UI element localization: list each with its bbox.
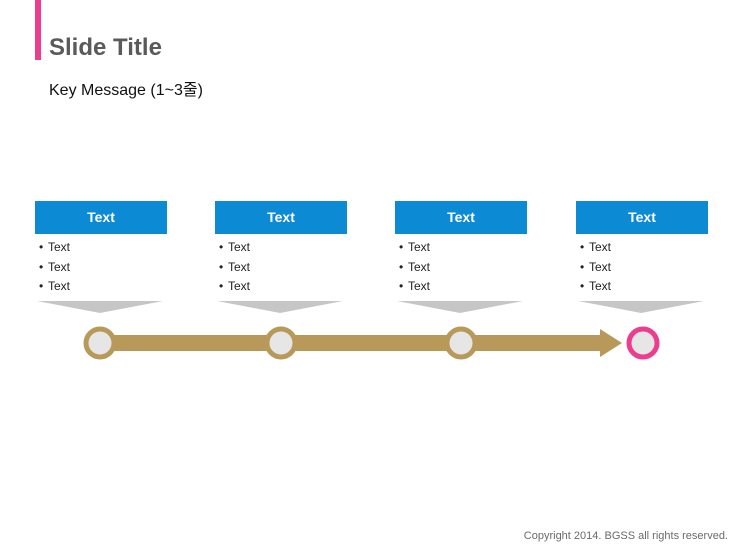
list-item: •Text xyxy=(39,277,167,297)
bullet-icon: • xyxy=(39,240,44,254)
timeline-node-2 xyxy=(264,326,298,360)
step-card-header: Text xyxy=(215,201,347,234)
bullet-icon: • xyxy=(399,240,404,254)
step-card-list: •Text •Text •Text xyxy=(39,238,167,297)
list-item: •Text xyxy=(219,277,347,297)
bullet-icon: • xyxy=(580,279,585,293)
list-item: •Text xyxy=(399,277,527,297)
step-card-header: Text xyxy=(395,201,527,234)
list-item: •Text xyxy=(580,277,708,297)
list-item: •Text xyxy=(399,238,527,258)
copyright-footer: Copyright 2014. BGSS all rights reserved… xyxy=(523,530,728,542)
step-card-list: •Text •Text •Text xyxy=(580,238,708,297)
pointer-triangle-4 xyxy=(578,301,704,313)
bullet-icon: • xyxy=(399,279,404,293)
bullet-icon: • xyxy=(39,279,44,293)
list-item: •Text xyxy=(399,258,527,278)
bullet-icon: • xyxy=(219,259,224,274)
title-accent-bar xyxy=(35,0,41,60)
list-item: •Text xyxy=(219,238,347,258)
bullet-icon: • xyxy=(580,240,585,254)
pointer-triangle-2 xyxy=(217,301,343,313)
pointer-triangle-3 xyxy=(397,301,523,313)
step-card-1: Text •Text •Text •Text xyxy=(35,201,167,297)
step-card-list: •Text •Text •Text xyxy=(399,238,527,297)
bullet-icon: • xyxy=(580,259,585,274)
bullet-icon: • xyxy=(399,259,404,274)
step-card-header: Text xyxy=(576,201,708,234)
list-item: •Text xyxy=(39,238,167,258)
step-card-header: Text xyxy=(35,201,167,234)
step-card-2: Text •Text •Text •Text xyxy=(215,201,347,297)
key-message: Key Message (1~3줄) xyxy=(49,82,203,99)
bullet-icon: • xyxy=(219,279,224,293)
timeline-arrowhead xyxy=(600,329,622,357)
pointer-triangle-1 xyxy=(37,301,163,313)
timeline-node-4-highlighted xyxy=(626,326,660,360)
step-card-3: Text •Text •Text •Text xyxy=(395,201,527,297)
list-item: •Text xyxy=(39,258,167,278)
slide-title: Slide Title xyxy=(49,34,162,61)
step-card-list: •Text •Text •Text xyxy=(219,238,347,297)
timeline-shaft xyxy=(100,335,603,351)
list-item: •Text xyxy=(580,238,708,258)
list-item: •Text xyxy=(219,258,347,278)
timeline-node-1 xyxy=(83,326,117,360)
step-card-4: Text •Text •Text •Text xyxy=(576,201,708,297)
bullet-icon: • xyxy=(219,240,224,254)
timeline-node-3 xyxy=(444,326,478,360)
bullet-icon: • xyxy=(39,259,44,274)
list-item: •Text xyxy=(580,258,708,278)
